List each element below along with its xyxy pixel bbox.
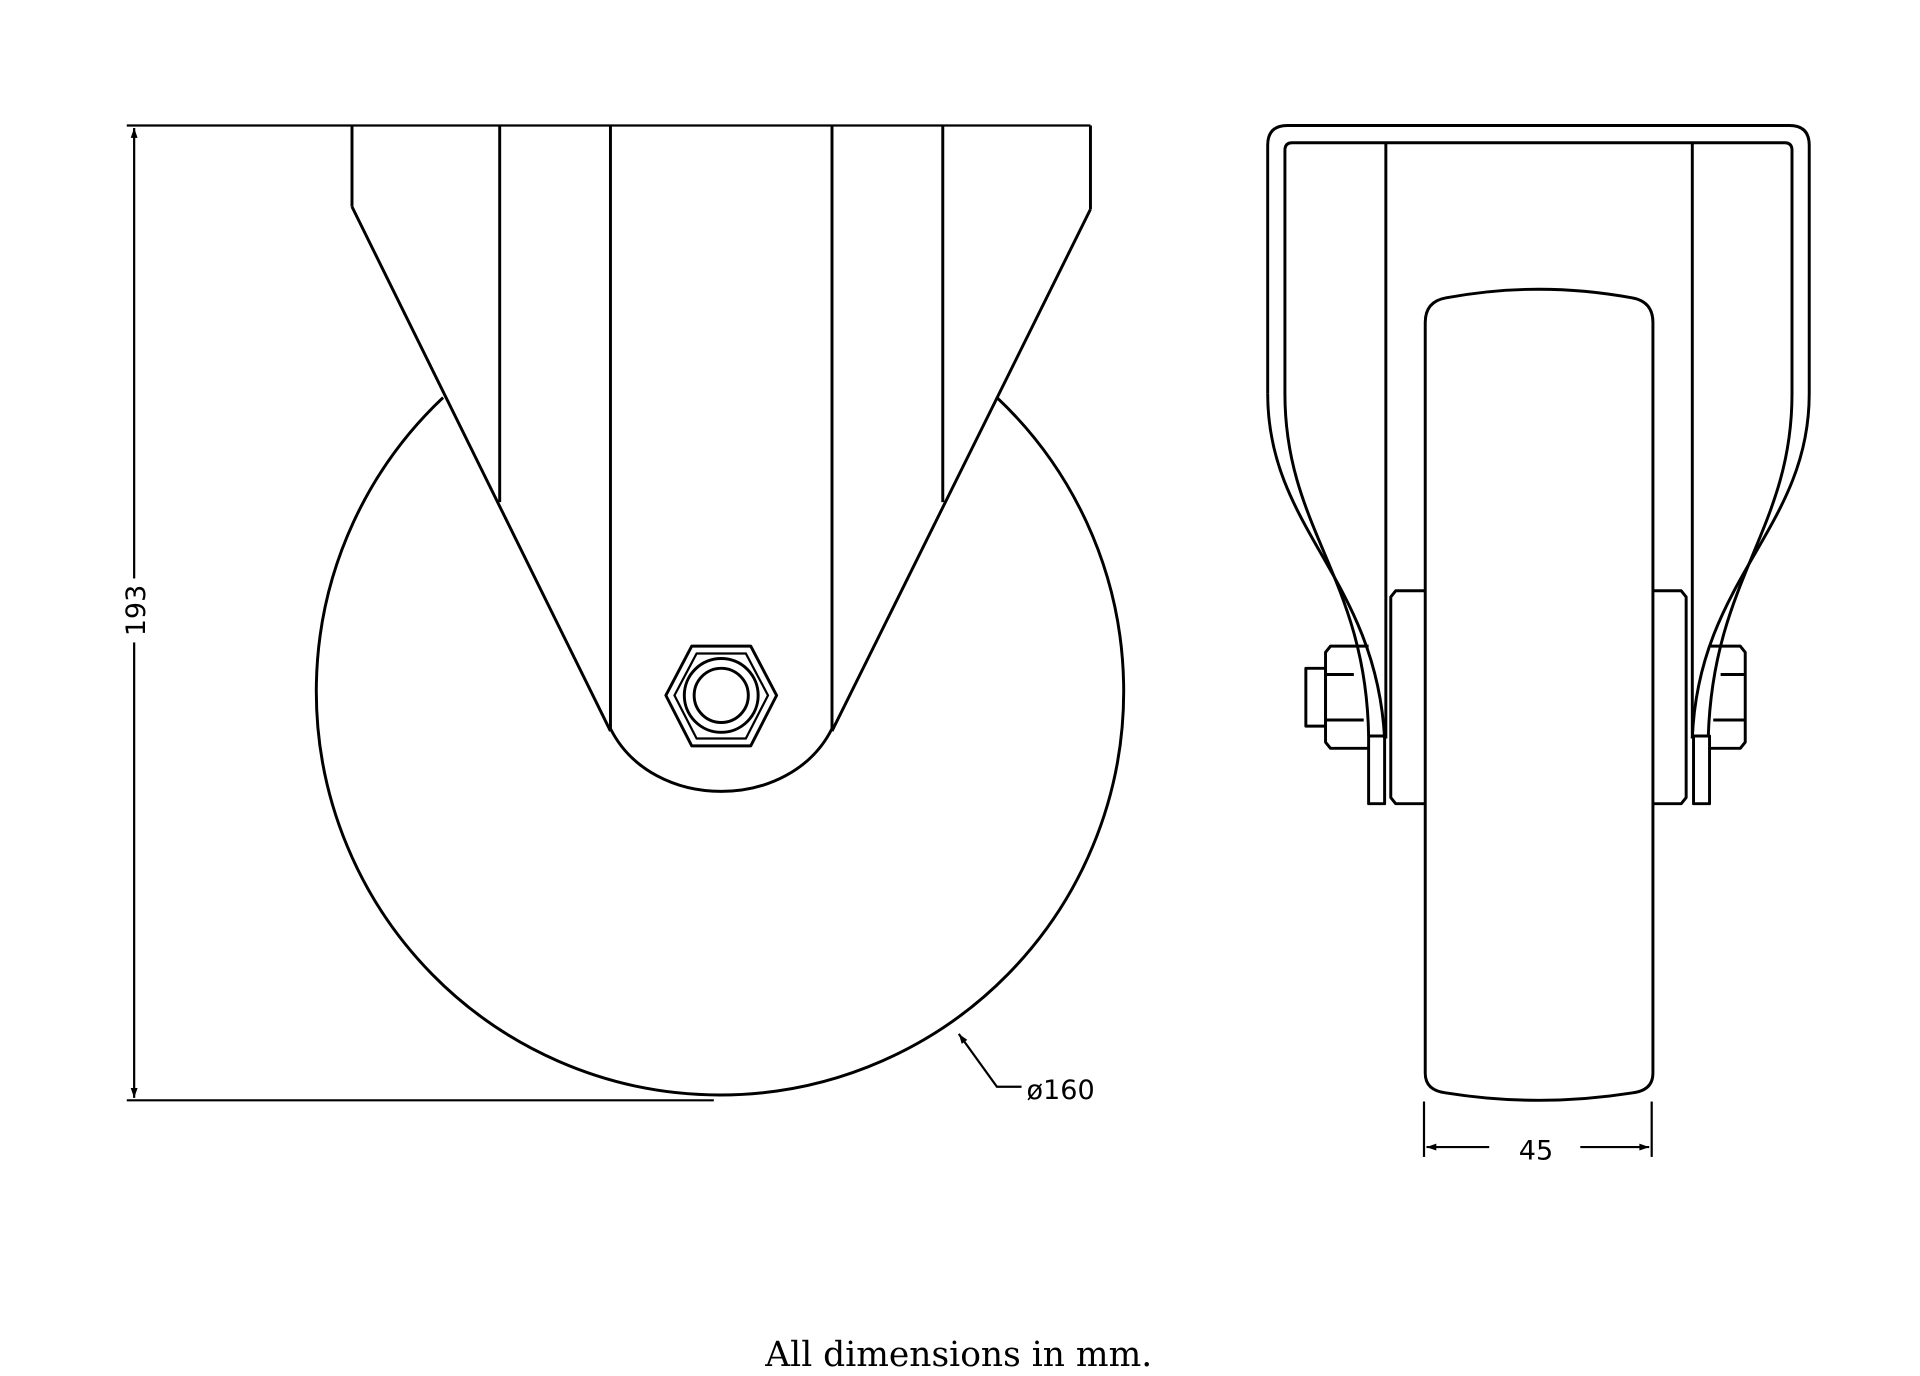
height-label: 193: [121, 585, 152, 637]
axle-nut: [664, 644, 779, 748]
nut-right: [1708, 644, 1747, 750]
side-view: 193 ø160: [118, 124, 1126, 1106]
wheel-tread: [1423, 287, 1655, 1102]
hub-left: [1389, 589, 1426, 806]
bracket-inner: [1283, 141, 1794, 737]
diameter-leader: [957, 1033, 1022, 1088]
bolt-end: [1304, 666, 1328, 728]
hub-right: [1652, 589, 1688, 806]
diameter-label: ø160: [1026, 1075, 1094, 1106]
bracket-outer: [1266, 124, 1811, 739]
washer-left: [1367, 734, 1387, 806]
mounting-bracket: [350, 125, 1092, 793]
caption: All dimensions in mm.: [764, 1335, 1152, 1375]
washer-right: [1692, 734, 1712, 806]
front-view: 45: [1266, 124, 1811, 1166]
height-label-bg: [118, 578, 153, 643]
width-label: 45: [1519, 1135, 1553, 1166]
wheel-outline: [314, 396, 1126, 1097]
